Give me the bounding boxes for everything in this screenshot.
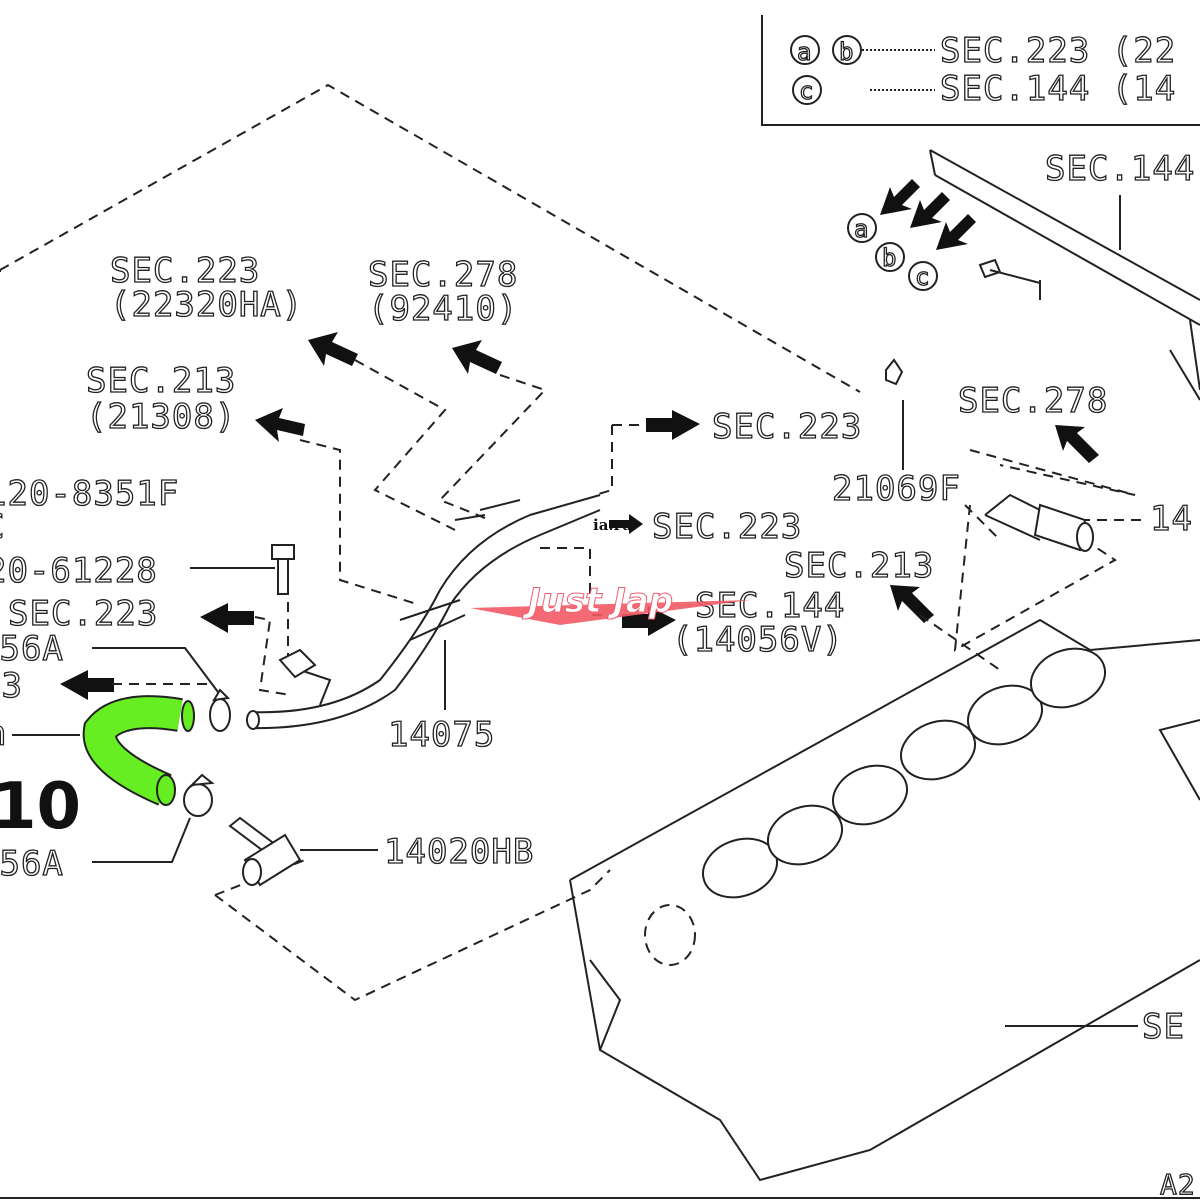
label-part-23: 23: [0, 666, 23, 706]
legend-box: a b SEC.223 (22 c SEC.144 (14: [761, 15, 1200, 126]
label-sec223-a: SEC.223: [110, 251, 260, 291]
svg-text:c: c: [799, 77, 814, 105]
dashed-outline-bottom: [214, 869, 611, 1002]
label-21069f: 21069F: [832, 469, 961, 509]
label-sec-bottom-right: SE: [1142, 1007, 1185, 1047]
legend-row1-text: SEC.223 (22: [940, 31, 1176, 71]
brand-watermark: Just Jap: [470, 581, 750, 625]
cylinder-head: [569, 618, 1200, 1182]
svg-text:b: b: [839, 38, 854, 66]
label-sec223-a-part: (22320HA): [110, 285, 303, 325]
label-part-h: h: [0, 714, 7, 754]
water-pipe-14075: [246, 494, 601, 730]
callout-number: 10: [0, 770, 81, 844]
site-watermark: ia.ru: [593, 516, 633, 534]
dashed-leaders: [112, 359, 1145, 696]
svg-text:b: b: [882, 244, 897, 272]
marker-a: [847, 213, 877, 243]
label-sec223-b: SEC.223: [712, 407, 862, 447]
label-sec278-a: SEC.278: [368, 255, 518, 295]
legend-marker-a: [790, 35, 820, 65]
vacuum-fitting-right: [984, 493, 1094, 552]
marker-c: [908, 261, 938, 291]
svg-text:c: c: [915, 263, 930, 291]
diagram-code: A2: [1160, 1168, 1196, 1200]
fuel-rail-arrows: [880, 179, 976, 250]
label-part-61228: 20-61228: [0, 551, 158, 591]
label-sec213-b: SEC.213: [784, 546, 934, 586]
legend-row2-text: SEC.144 (14: [940, 69, 1176, 109]
hose-clamp-lower: [183, 773, 215, 817]
brand-watermark-text: Just Jap: [522, 581, 673, 621]
label-sec213-a: SEC.213: [86, 361, 236, 401]
marker-b: [875, 242, 905, 272]
label-part-14020hb: 14020HB: [384, 832, 534, 872]
highlighted-hose[interactable]: [84, 697, 183, 804]
svg-text:a: a: [854, 215, 869, 243]
legend-marker-b: [832, 35, 862, 65]
legend-marker-c: [792, 75, 822, 105]
label-part-14-right: 14: [1150, 499, 1193, 539]
clip-21069f: [885, 358, 904, 386]
fitting-14020hb: [228, 816, 302, 887]
label-sec144-b-part: (14056V): [672, 620, 844, 660]
label-sec144-top: SEC.144: [1045, 149, 1195, 189]
label-sec223-d: SEC.223: [8, 594, 158, 634]
fuel-rail: [929, 149, 1200, 401]
bolt: [271, 544, 295, 595]
label-sec278-b: SEC.278: [958, 381, 1108, 421]
label-sec213-a-part: (21308): [86, 397, 236, 437]
dashed-outline-top: [0, 83, 861, 393]
label-part-8351f-sub: C: [0, 507, 5, 547]
label-part-8351f: 120-8351F: [0, 474, 179, 514]
leader-arrows: [60, 332, 1099, 700]
label-sec278-a-part: (92410): [368, 289, 518, 329]
svg-text:a: a: [797, 38, 812, 66]
hose-clamp-upper: [209, 688, 231, 732]
label-sec144-b: SEC.144: [695, 586, 845, 626]
label-part-14075: 14075: [388, 715, 495, 755]
label-sec223-c: SEC.223: [652, 507, 802, 547]
